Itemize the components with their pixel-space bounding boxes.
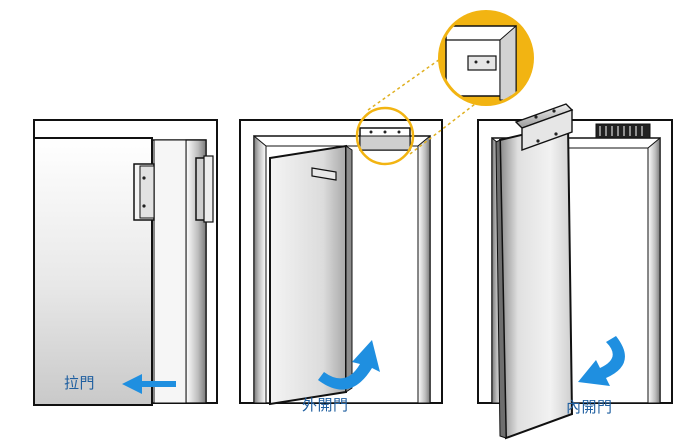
inward-door-panel [477, 103, 673, 440]
curved-arrow-up-icon [318, 340, 380, 390]
inward-door-label: 內開門 [566, 398, 613, 416]
inward-door-leaf [498, 122, 574, 440]
outward-door-panel [239, 10, 534, 406]
sliding-door-panel [33, 119, 218, 406]
right-jamb [647, 136, 661, 404]
door-lock-plate [311, 167, 337, 181]
sliding-door-leaf [33, 137, 153, 406]
sliding-door-label: 拉門 [64, 374, 96, 392]
arrow-left-icon [122, 374, 176, 394]
outward-door-leaf [269, 144, 347, 406]
highlight-circle [355, 106, 415, 166]
inner-wall [153, 139, 187, 404]
zoom-detail [438, 10, 534, 106]
outward-door-label: 外開門 [302, 396, 349, 414]
left-jamb [253, 134, 267, 404]
curved-arrow-down-icon [578, 336, 625, 386]
right-jamb [417, 134, 431, 404]
